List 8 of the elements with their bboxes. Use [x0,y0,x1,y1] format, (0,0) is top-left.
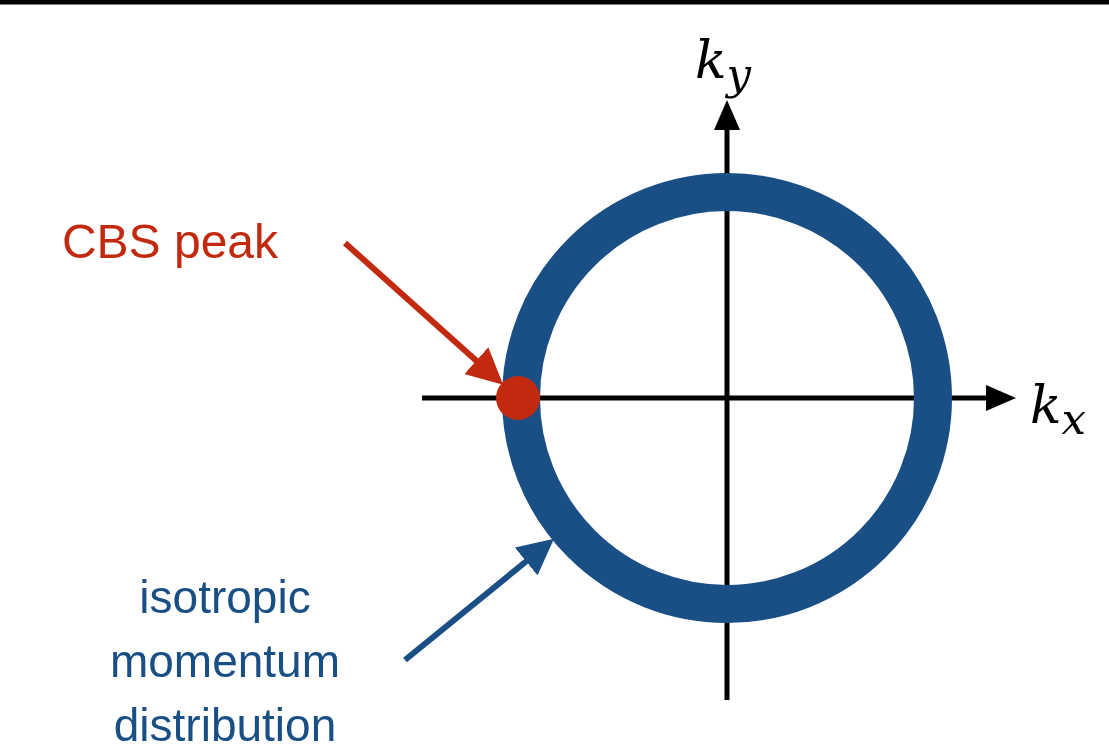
axis-label: k$_{y}$ [695,30,751,102]
arrow [343,240,504,385]
axis-label: k$_{x}$ [1030,375,1086,447]
annotation-text: CBS peak [20,210,320,274]
peak-dot [496,376,540,420]
momentum-ring [502,173,952,623]
annotation-text: isotropic momentum distribution [60,565,390,756]
arrow [403,538,555,663]
